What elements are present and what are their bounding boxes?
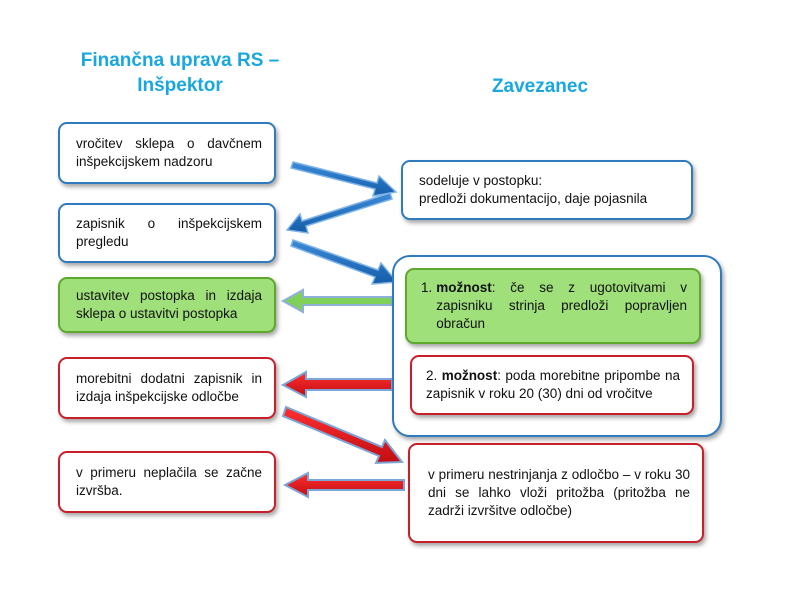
enforcement-box: v primeru neplačila se začne izvršba. bbox=[58, 451, 276, 513]
option1-body: možnost: če se z ugotovitvami v zapisnik… bbox=[436, 279, 687, 333]
procedure-stop-box: ustavitev postopka in izdaja sklepa o us… bbox=[58, 277, 276, 333]
appeal-box: v primeru nestrinjanja z odločbo – v rok… bbox=[408, 443, 704, 543]
inspection-report-text: zapisnik o inšpekcijskem pregledu bbox=[76, 216, 262, 249]
inspector-heading-line1: Finančna uprava RS – bbox=[80, 50, 280, 71]
participation-text: sodeluje v postopku: predloži dokumentac… bbox=[419, 172, 679, 208]
taxpayer-heading: Zavezanec bbox=[491, 76, 589, 97]
participation-line2: predloži dokumentacijo, daje pojasnila bbox=[419, 191, 648, 206]
inspection-report-box: zapisnik o inšpekcijskem pregledu bbox=[58, 203, 276, 263]
option2-text: : poda morebitne pripombe na zapisnik v … bbox=[426, 368, 680, 401]
participation-line1: sodeluje v postopku: bbox=[419, 173, 543, 188]
appeal-text: v primeru nestrinjanja z odločbo – v rok… bbox=[428, 467, 690, 518]
arrow-decision-to-appeal bbox=[281, 405, 404, 465]
inspector-heading: Finančna uprava RS – Inšpektor bbox=[70, 48, 290, 98]
option1-label: možnost bbox=[436, 280, 492, 295]
arrow-option1-to-stop bbox=[280, 288, 393, 314]
option1-content: 1. možnost: če se z ugotovitvami v zapis… bbox=[421, 279, 687, 333]
additional-report-text: morebitni dodatni zapisnik in izdaja inš… bbox=[76, 371, 262, 404]
option1-box: 1. možnost: če se z ugotovitvami v zapis… bbox=[405, 268, 701, 344]
option2-content: 2. možnost: poda morebitne pripombe na z… bbox=[426, 367, 680, 403]
arrow-appeal-to-enforcement bbox=[282, 471, 405, 499]
notice-decision-text: vročitev sklepa o davčnem inšpekcijskem … bbox=[76, 136, 262, 169]
additional-report-box: morebitni dodatni zapisnik in izdaja inš… bbox=[58, 357, 276, 419]
option2-label: možnost bbox=[441, 368, 498, 383]
option1-number: 1. bbox=[421, 280, 433, 295]
arrow-participation-to-report bbox=[285, 192, 393, 234]
option2-box: 2. možnost: poda morebitne pripombe na z… bbox=[410, 355, 694, 415]
enforcement-text: v primeru neplačila se začne izvršba. bbox=[76, 465, 262, 498]
arrow-notice-to-participation bbox=[290, 161, 398, 197]
arrow-option2-to-decision bbox=[280, 370, 393, 399]
option1-text: : če se z ugotovitvami v zapisniku strin… bbox=[436, 280, 687, 331]
option2-number: 2. bbox=[426, 368, 438, 383]
inspector-heading-line2: Inšpektor bbox=[137, 75, 223, 96]
arrow-report-to-options bbox=[290, 239, 399, 285]
notice-decision-box: vročitev sklepa o davčnem inšpekcijskem … bbox=[58, 122, 276, 184]
procedure-stop-text: ustavitev postopka in izdaja sklepa o us… bbox=[76, 288, 262, 321]
participation-box: sodeluje v postopku: predloži dokumentac… bbox=[401, 160, 693, 220]
